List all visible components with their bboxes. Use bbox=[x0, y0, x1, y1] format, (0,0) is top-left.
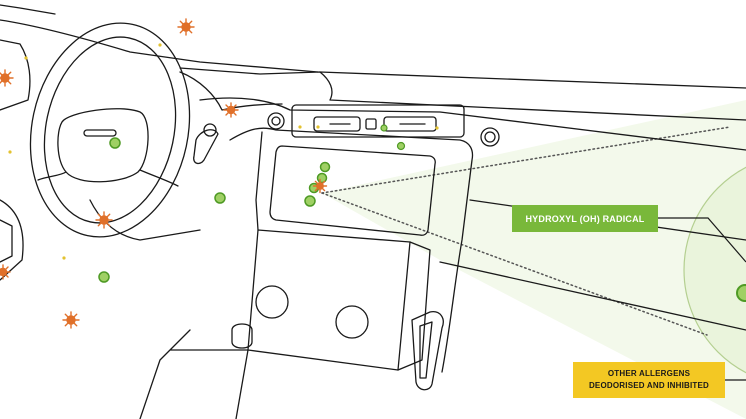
indicator-stalk bbox=[193, 129, 219, 165]
allergen-particle bbox=[95, 211, 113, 229]
tunnel bbox=[139, 329, 249, 419]
allergens-label-line2: DEODORISED AND INHIBITED bbox=[588, 381, 710, 390]
radical-dot bbox=[736, 284, 746, 302]
allergen-particles bbox=[0, 18, 328, 329]
radical-dot bbox=[380, 124, 388, 132]
console-left-edge bbox=[255, 131, 263, 231]
steering-logo bbox=[83, 129, 117, 137]
lower-console-side bbox=[397, 241, 431, 371]
hydroxyl-label-box bbox=[512, 205, 658, 232]
dial-left bbox=[255, 285, 289, 319]
hazard-button bbox=[365, 118, 377, 130]
steering-hub bbox=[57, 108, 149, 183]
lower-console bbox=[247, 229, 411, 371]
allergen-particle bbox=[0, 264, 11, 280]
stalk-knob bbox=[203, 123, 217, 137]
a-pillar bbox=[0, 19, 319, 73]
allergen-particle bbox=[62, 311, 80, 329]
gear-selector bbox=[231, 323, 253, 349]
instrument-binnacle bbox=[179, 71, 283, 111]
steering-wheel-inner bbox=[43, 36, 177, 224]
radical-dot bbox=[396, 141, 406, 151]
zoom-line-bottom bbox=[321, 192, 708, 336]
hydroxyl-leader-line bbox=[658, 217, 746, 263]
allergens-label: OTHER ALLERGENS DEODORISED AND INHIBITED bbox=[573, 362, 725, 398]
steering-wheel-outer bbox=[29, 22, 191, 238]
dashboard-top bbox=[179, 67, 746, 89]
left-door-lower bbox=[0, 199, 24, 281]
allergen-particle bbox=[177, 18, 195, 36]
allergens-label-line1: OTHER ALLERGENS bbox=[607, 369, 691, 378]
dial-right bbox=[335, 305, 369, 339]
zoom-cone bbox=[322, 100, 746, 419]
knob-left-inner bbox=[271, 116, 281, 126]
allergen-particle bbox=[0, 69, 14, 87]
vent-left bbox=[313, 116, 361, 132]
touchscreen bbox=[269, 145, 436, 236]
radical-dot bbox=[98, 271, 110, 283]
steering-spoke-left bbox=[37, 171, 67, 181]
radical-dot bbox=[304, 195, 316, 207]
knob-right bbox=[480, 127, 500, 147]
radical-dot bbox=[109, 137, 121, 149]
door-handle-inner bbox=[419, 321, 433, 379]
windscreen-edge bbox=[0, 4, 56, 15]
radical-dot bbox=[214, 192, 226, 204]
door-handle bbox=[411, 311, 444, 391]
console-housing bbox=[229, 127, 474, 373]
glovebox-line bbox=[439, 261, 746, 331]
dashboard-upper-line bbox=[319, 71, 746, 121]
zoom-line-top bbox=[321, 126, 731, 194]
allergen-particle bbox=[312, 178, 328, 194]
radical-dot bbox=[319, 161, 331, 173]
knob-right-inner bbox=[484, 131, 496, 143]
magnified-circle bbox=[683, 166, 746, 374]
allergen-particle bbox=[223, 102, 239, 118]
allergens-label-box bbox=[573, 362, 725, 398]
steering-column bbox=[89, 199, 201, 241]
center-vent-panel bbox=[291, 104, 465, 138]
knob-left bbox=[267, 112, 285, 130]
hydroxyl-label: HYDROXYL (OH) RADICAL bbox=[525, 213, 645, 224]
steering-spoke-right bbox=[139, 169, 179, 187]
left-door bbox=[0, 39, 31, 111]
left-door-panel bbox=[0, 219, 13, 263]
vent-right bbox=[383, 116, 437, 132]
air-specks bbox=[8, 43, 439, 260]
